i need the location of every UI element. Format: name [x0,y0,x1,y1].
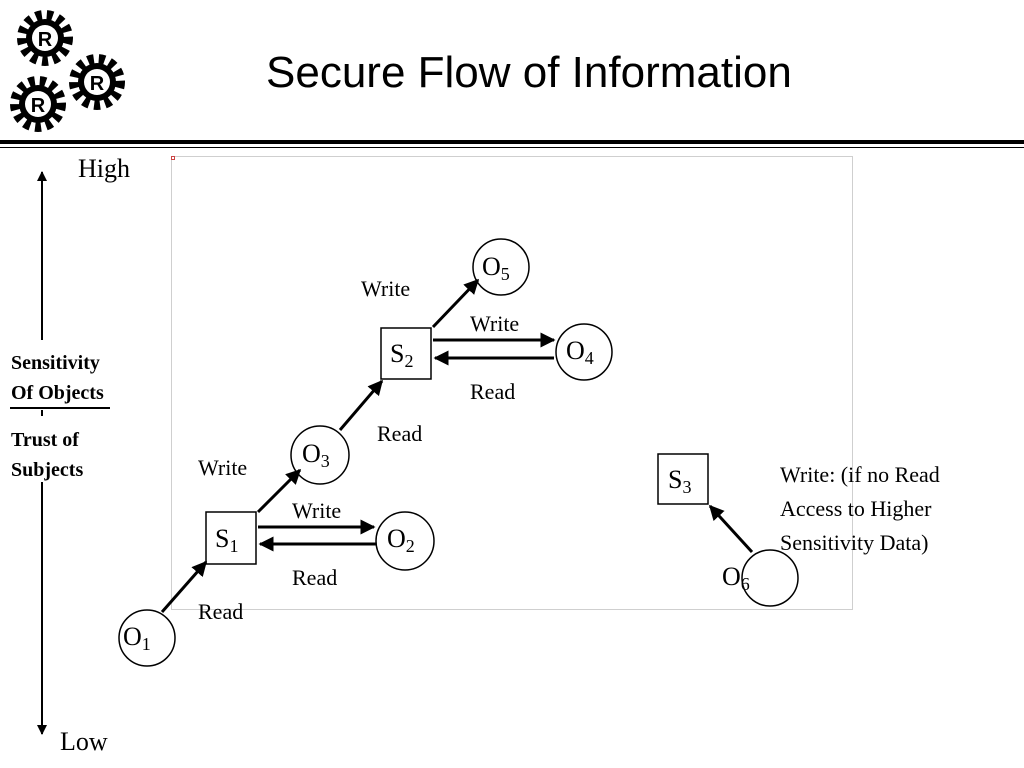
edge-label-o3-s2: Read [377,421,423,446]
arrow-o1-to-s1 [160,560,208,613]
node-o3-label: O3 [302,439,330,471]
gears-logo: R R R [0,0,140,140]
node-o3-circle [290,425,350,485]
logo-letter-1: R [38,29,53,51]
axis-low-label: Low [60,727,108,756]
node-o5-circle [472,238,530,296]
node-o1-label: O1 [123,622,151,654]
node-o2-circle [375,511,435,571]
edge-label-s2-o5: Write [361,276,411,301]
node-o2-label: O2 [387,524,415,556]
node-o4-label: O4 [566,336,594,368]
edge-label-s1-o3: Write [198,455,248,480]
edge-label-o1-s1: Read [198,599,244,624]
logo-letter-2: R [90,73,105,95]
note-line-2: Access to Higher [780,496,932,521]
node-o6-circle [741,549,799,607]
note-line-3: Sensitivity Data) [780,530,929,555]
trust-line-1: Trust of [11,429,79,451]
arrow-s1-to-o3 [256,468,302,514]
arrow-o3-to-s2 [338,379,384,431]
node-o1-circle [118,609,176,667]
arrow-s2-to-o5 [431,278,480,329]
sensitivity-line-1: Sensitivity [11,352,100,374]
title-rule-thick [0,140,1024,144]
node-s3-label: S3 [668,465,692,497]
frame-corner-mark [171,156,175,160]
logo-letter-3: R [31,95,46,117]
node-o4-circle [555,323,613,381]
node-o5-label: O5 [482,252,510,284]
trust-label: Trust of Subjects [11,425,83,485]
trust-line-2: Subjects [11,459,84,481]
edge-label-s1-o2-write: Write [292,498,342,523]
sensitivity-label: Sensitivity Of Objects [11,348,104,408]
node-s2-label: S2 [390,339,414,371]
edge-label-s2-o4-write: Write [470,311,520,336]
arrow-o6-to-s3 [708,504,754,554]
node-s1-label: S1 [215,524,239,556]
note-line-1: Write: (if no Read [780,462,940,487]
edge-label-o4-s2-read: Read [470,379,516,404]
node-s2-box [380,327,432,380]
edge-label-o2-s1-read: Read [292,565,338,590]
sensitivity-line-2: Of Objects [11,382,104,404]
node-s1-box [205,511,257,565]
title-rule-thin [0,147,1024,148]
node-o6-label: O6 [722,562,750,594]
slide-title: Secure Flow of Information [266,48,792,97]
axis-high-label: High [78,154,130,183]
node-s3-box [657,453,709,505]
diagram-frame [171,156,853,610]
s3-write-note: Write: (if no Read Access to Higher Sens… [780,458,940,560]
